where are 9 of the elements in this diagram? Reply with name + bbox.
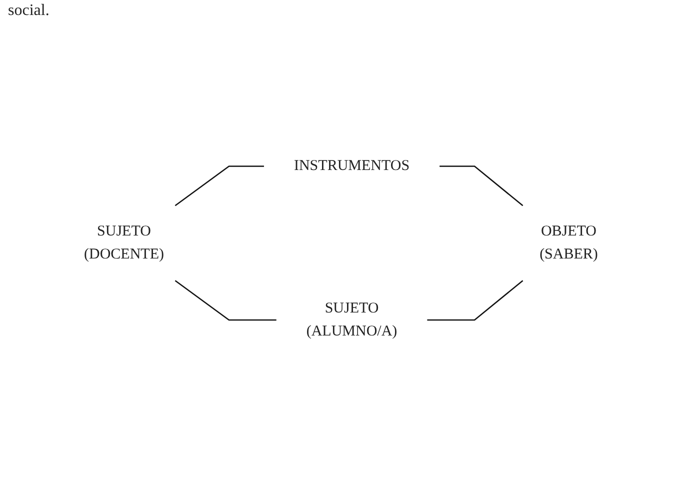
- text-fragment: social.: [8, 2, 50, 20]
- node-text: INSTRUMENTOS: [294, 158, 410, 174]
- connector: [174, 166, 264, 206]
- node-text: SUJETO (ALUMNO/A): [306, 300, 398, 340]
- connector: [174, 280, 276, 321]
- node-text: OBJETO (SABER): [540, 224, 598, 262]
- connector: [440, 166, 524, 206]
- connector: [427, 280, 524, 321]
- node-text: SUJETO (DOCENTE): [84, 224, 164, 262]
